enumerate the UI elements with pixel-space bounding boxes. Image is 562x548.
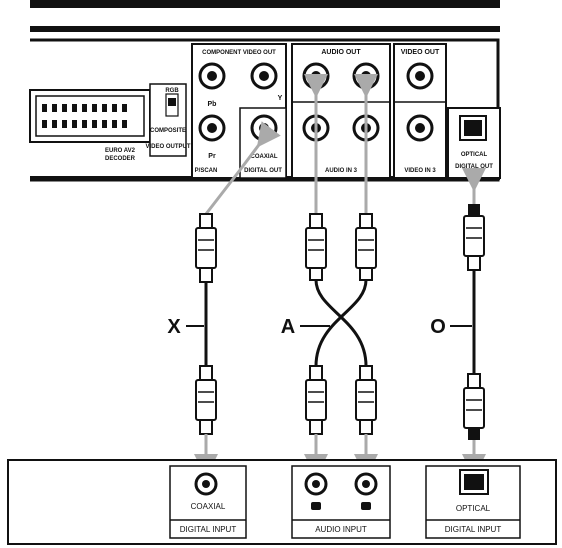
audio-block — [291, 43, 391, 179]
optical-cable — [450, 168, 486, 478]
video-in-label: VIDEO IN 3 — [404, 168, 436, 174]
optical-input-port[interactable] — [459, 469, 489, 495]
coaxial-input-jack[interactable] — [194, 472, 218, 496]
digital-input-label-2: DIGITAL INPUT — [445, 525, 502, 534]
coaxial-cable — [186, 121, 281, 478]
video-in-jack[interactable] — [406, 114, 434, 142]
component-video-out-label: COMPONENT VIDEO OUT — [202, 50, 276, 56]
optical-out-label: OPTICAL — [461, 152, 488, 158]
coaxial-input-label: COAXIAL — [191, 502, 226, 511]
player-rear-panel: EURO AV2 DECODER RGB COMPOSITE VIDEO OUT… — [29, 0, 501, 182]
receiver-panel: COAXIAL DIGITAL INPUT AUDIO INPUT OPTICA… — [7, 459, 557, 545]
audio-out-label: AUDIO OUT — [321, 49, 361, 56]
audio-input-right-jack[interactable] — [354, 472, 378, 510]
rgb-label: RGB — [165, 88, 179, 94]
audio-wire-left-to-right — [314, 279, 368, 367]
audio-left-plug-top — [305, 213, 327, 281]
panel-top-edge — [30, 0, 500, 8]
audio-input-left-jack[interactable] — [304, 472, 328, 510]
audio-out-left-jack[interactable] — [302, 62, 330, 90]
progressive-scan-label: P/SCAN — [195, 168, 218, 174]
audio-cable — [300, 74, 378, 478]
video-output-label: VIDEO OUTPUT — [145, 144, 190, 150]
video-out-jack[interactable] — [406, 62, 434, 90]
audio-right-plug-top — [355, 213, 377, 281]
coaxial-out-jack[interactable] — [250, 114, 278, 142]
composite-label: COMPOSITE — [150, 128, 186, 134]
video-out-label: VIDEO OUT — [401, 49, 440, 56]
pr-jack[interactable] — [198, 114, 226, 142]
pb-label: Pb — [208, 101, 217, 108]
optical-input-label: OPTICAL — [456, 504, 491, 513]
optical-digital-out-label: DIGITAL OUT — [455, 164, 493, 170]
audio-left-plug-bottom — [305, 365, 327, 435]
audio-input-label: AUDIO INPUT — [315, 525, 367, 534]
optical-plug-top — [463, 204, 485, 271]
coaxial-cable-label: X — [167, 316, 181, 338]
coaxial-plug-bottom — [195, 365, 217, 435]
decoder-label: DECODER — [105, 156, 136, 162]
panel-top-line — [30, 26, 500, 32]
coaxial-cable-upper-arrow — [204, 121, 281, 215]
pr-label: Pr — [208, 153, 216, 160]
audio-wire-right-to-left — [314, 279, 368, 367]
euro-av2-label: EURO AV2 — [105, 148, 136, 154]
audio-right-plug-bottom — [355, 365, 377, 435]
optical-plug-bottom — [463, 373, 485, 440]
optical-cable-label: O — [430, 316, 446, 338]
optical-out-port[interactable] — [459, 115, 487, 141]
coaxial-out-label: COAXIAL — [251, 154, 278, 160]
pb-jack[interactable] — [198, 62, 226, 90]
y-jack[interactable] — [250, 62, 278, 90]
audio-in-label: AUDIO IN 3 — [325, 168, 358, 174]
coaxial-plug-top — [195, 213, 217, 283]
video-output-switch[interactable] — [149, 83, 187, 157]
audio-out-right-jack[interactable] — [352, 62, 380, 90]
euro-av2-scart — [29, 89, 151, 143]
digital-out-label: DIGITAL OUT — [244, 168, 282, 174]
audio-cable-label: A — [281, 316, 295, 338]
coaxial-input-block — [169, 465, 247, 539]
y-label: Y — [278, 95, 283, 102]
digital-input-label-1: DIGITAL INPUT — [180, 525, 237, 534]
